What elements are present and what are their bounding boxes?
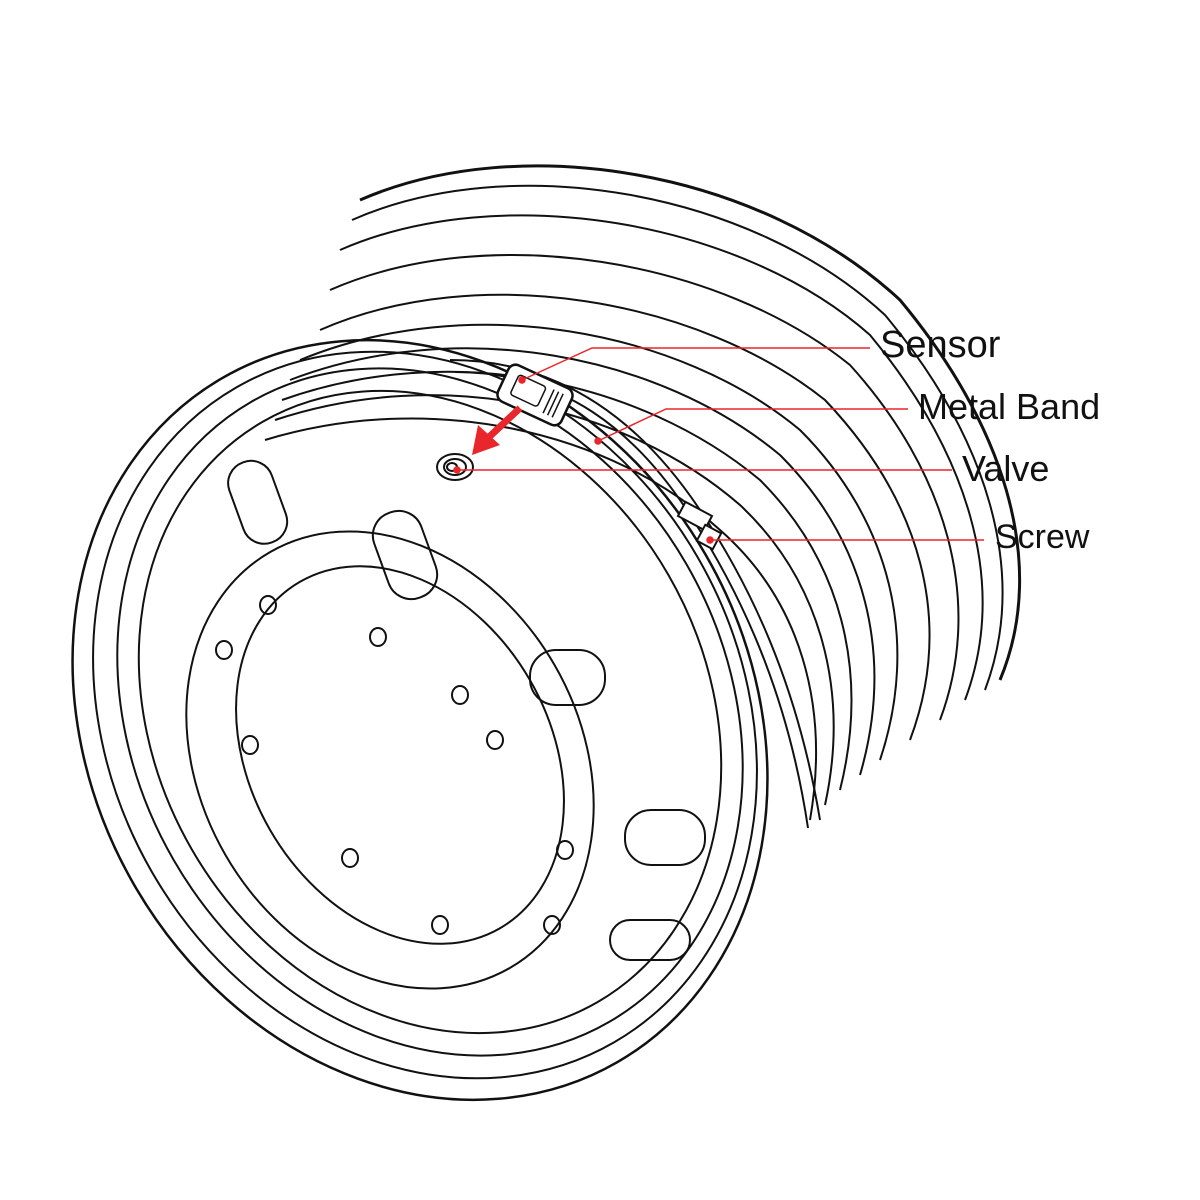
valve-icon [436, 453, 474, 481]
screw-label: Screw [995, 518, 1090, 556]
sensor-icon [496, 363, 574, 427]
screw-icon [676, 500, 723, 551]
sensor-label: Sensor [880, 324, 1001, 366]
metal-band-label: Metal Band [918, 386, 1101, 427]
insert-arrow-icon [472, 405, 523, 455]
valve-label: Valve [962, 448, 1050, 489]
leader-lines [453, 347, 984, 544]
